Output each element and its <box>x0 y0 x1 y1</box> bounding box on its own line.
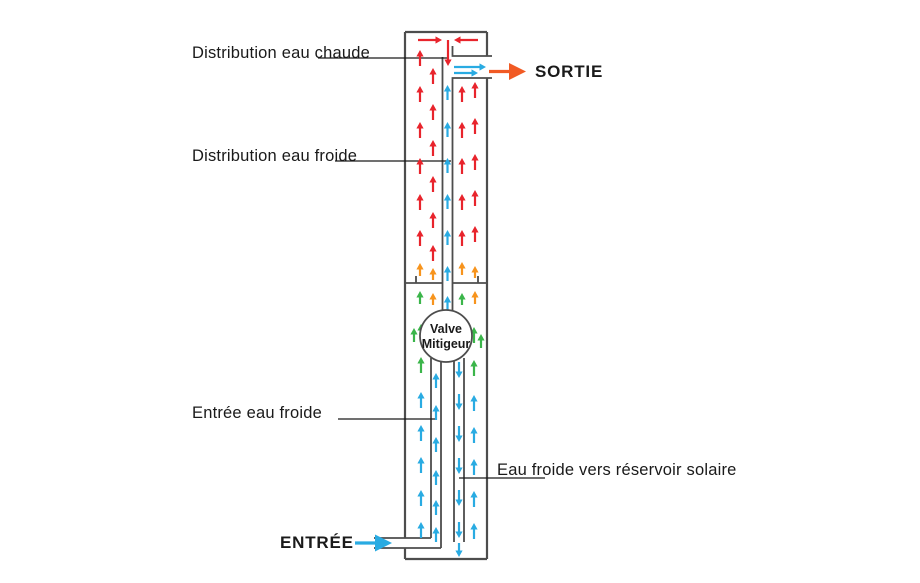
flow-arrow <box>432 437 440 452</box>
flow-arrow <box>455 522 463 538</box>
flow-arrow <box>429 268 437 280</box>
flow-arrow <box>432 373 440 388</box>
tank-outline <box>403 30 489 561</box>
flow-arrow <box>444 40 452 66</box>
flow-arrows <box>355 36 526 557</box>
flow-arrow <box>458 293 466 305</box>
flow-arrow <box>454 36 478 44</box>
mixing-valve-label-line2: Mitigeur <box>422 337 471 351</box>
flow-arrow <box>416 158 424 174</box>
flow-arrow <box>455 362 463 378</box>
label-hot-distribution: Distribution eau chaude <box>192 44 370 62</box>
flow-arrow <box>455 426 463 442</box>
flow-arrow <box>416 194 424 210</box>
tank-section-break <box>405 276 487 284</box>
flow-arrow <box>443 158 452 173</box>
flow-arrow <box>454 69 478 77</box>
flow-arrow <box>417 357 425 373</box>
flow-arrow <box>471 226 479 242</box>
flow-arrow <box>417 457 425 473</box>
flow-arrow <box>429 176 437 192</box>
label-cold-to-solar: Eau froide vers réservoir solaire <box>497 461 737 479</box>
flow-arrow <box>471 190 479 206</box>
flow-arrow <box>429 68 437 84</box>
flow-arrow <box>429 293 437 305</box>
flow-arrow <box>458 262 466 275</box>
flow-arrow <box>410 328 418 342</box>
flow-arrow <box>355 534 392 552</box>
flow-arrow <box>443 230 452 245</box>
flow-arrow <box>432 405 440 420</box>
flow-arrow <box>417 392 425 408</box>
flow-arrow <box>470 395 478 411</box>
flow-arrow <box>443 122 452 137</box>
flow-arrow <box>416 230 424 246</box>
flow-arrow <box>429 104 437 120</box>
flow-arrow <box>470 360 478 376</box>
flow-arrow <box>443 194 452 209</box>
flow-arrow <box>455 394 463 410</box>
cold-inlet-pipe <box>430 358 442 548</box>
flow-arrow <box>471 266 479 278</box>
flow-arrow <box>416 50 424 66</box>
flow-arrow <box>470 491 478 507</box>
flow-arrow <box>443 296 452 311</box>
flow-arrow <box>455 490 463 506</box>
flow-arrow <box>416 291 424 304</box>
flow-arrow <box>455 543 463 557</box>
label-inlet: ENTRÉE <box>280 533 354 552</box>
flow-arrow <box>458 230 466 246</box>
flow-arrow <box>471 82 479 98</box>
flow-arrow <box>470 427 478 443</box>
flow-arrow <box>418 36 442 44</box>
flow-arrow <box>417 425 425 441</box>
flow-arrow <box>477 334 485 348</box>
flow-arrow <box>443 85 452 100</box>
flow-arrow <box>416 86 424 102</box>
flow-arrow <box>454 63 486 71</box>
flow-arrow <box>470 459 478 475</box>
flow-arrow <box>417 490 425 506</box>
flow-arrow <box>471 154 479 170</box>
flow-arrow <box>429 212 437 228</box>
mixing-valve <box>419 309 473 363</box>
label-cold-distribution: Distribution eau froide <box>192 147 358 165</box>
label-outlet: SORTIE <box>535 62 604 81</box>
flow-arrow <box>455 458 463 474</box>
mixing-valve-label-line1: Valve <box>430 322 462 336</box>
flow-arrow <box>432 527 440 542</box>
flow-arrow <box>458 86 466 102</box>
flow-arrow <box>458 122 466 138</box>
label-cold-inlet: Entrée eau froide <box>192 404 322 422</box>
solar-feed-pipe <box>453 358 465 542</box>
flow-arrow <box>429 245 437 261</box>
flow-arrow <box>416 263 424 276</box>
flow-arrow <box>471 291 479 304</box>
flow-arrow <box>458 158 466 174</box>
flow-arrow <box>429 140 437 156</box>
flow-arrow <box>470 523 478 539</box>
flow-arrow <box>489 63 526 80</box>
flow-arrow <box>443 266 452 281</box>
flow-arrow <box>458 194 466 210</box>
flow-arrow <box>432 470 440 485</box>
flow-arrow <box>432 500 440 515</box>
flow-arrow <box>417 522 425 538</box>
central-distribution-pipe <box>441 46 492 311</box>
flow-arrow <box>471 118 479 134</box>
flow-arrow <box>416 122 424 138</box>
